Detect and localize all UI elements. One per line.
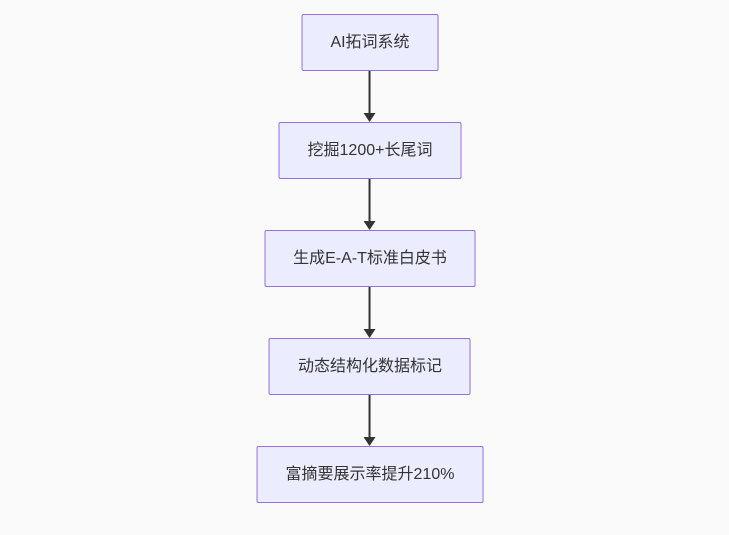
edge-line [369,179,371,221]
flow-edge-1 [364,71,376,122]
flow-node-1-label: AI拓词系统 [330,34,410,51]
flow-node-2: 挖掘1200+长尾词 [278,122,462,179]
flow-edge-3 [364,287,376,338]
edge-line [369,287,371,329]
flow-node-5: 富摘要展示率提升210% [256,446,484,503]
edge-line [369,71,371,113]
flow-node-1: AI拓词系统 [301,14,439,71]
flow-node-4-label: 动态结构化数据标记 [297,358,442,375]
flow-node-4: 动态结构化数据标记 [268,338,471,395]
arrowhead-down-icon [364,437,376,446]
arrowhead-down-icon [364,221,376,230]
flow-node-2-label: 挖掘1200+长尾词 [307,142,433,159]
flow-node-3: 生成E-A-T标准白皮书 [264,230,476,287]
flow-node-3-label: 生成E-A-T标准白皮书 [293,250,447,267]
flow-edge-2 [364,179,376,230]
flow-node-5-label: 富摘要展示率提升210% [285,466,455,483]
arrowhead-down-icon [364,329,376,338]
edge-line [369,395,371,437]
arrowhead-down-icon [364,113,376,122]
flow-edge-4 [364,395,376,446]
flowchart: AI拓词系统 挖掘1200+长尾词 生成E-A-T标准白皮书 动态结构化数据标记… [256,14,484,503]
